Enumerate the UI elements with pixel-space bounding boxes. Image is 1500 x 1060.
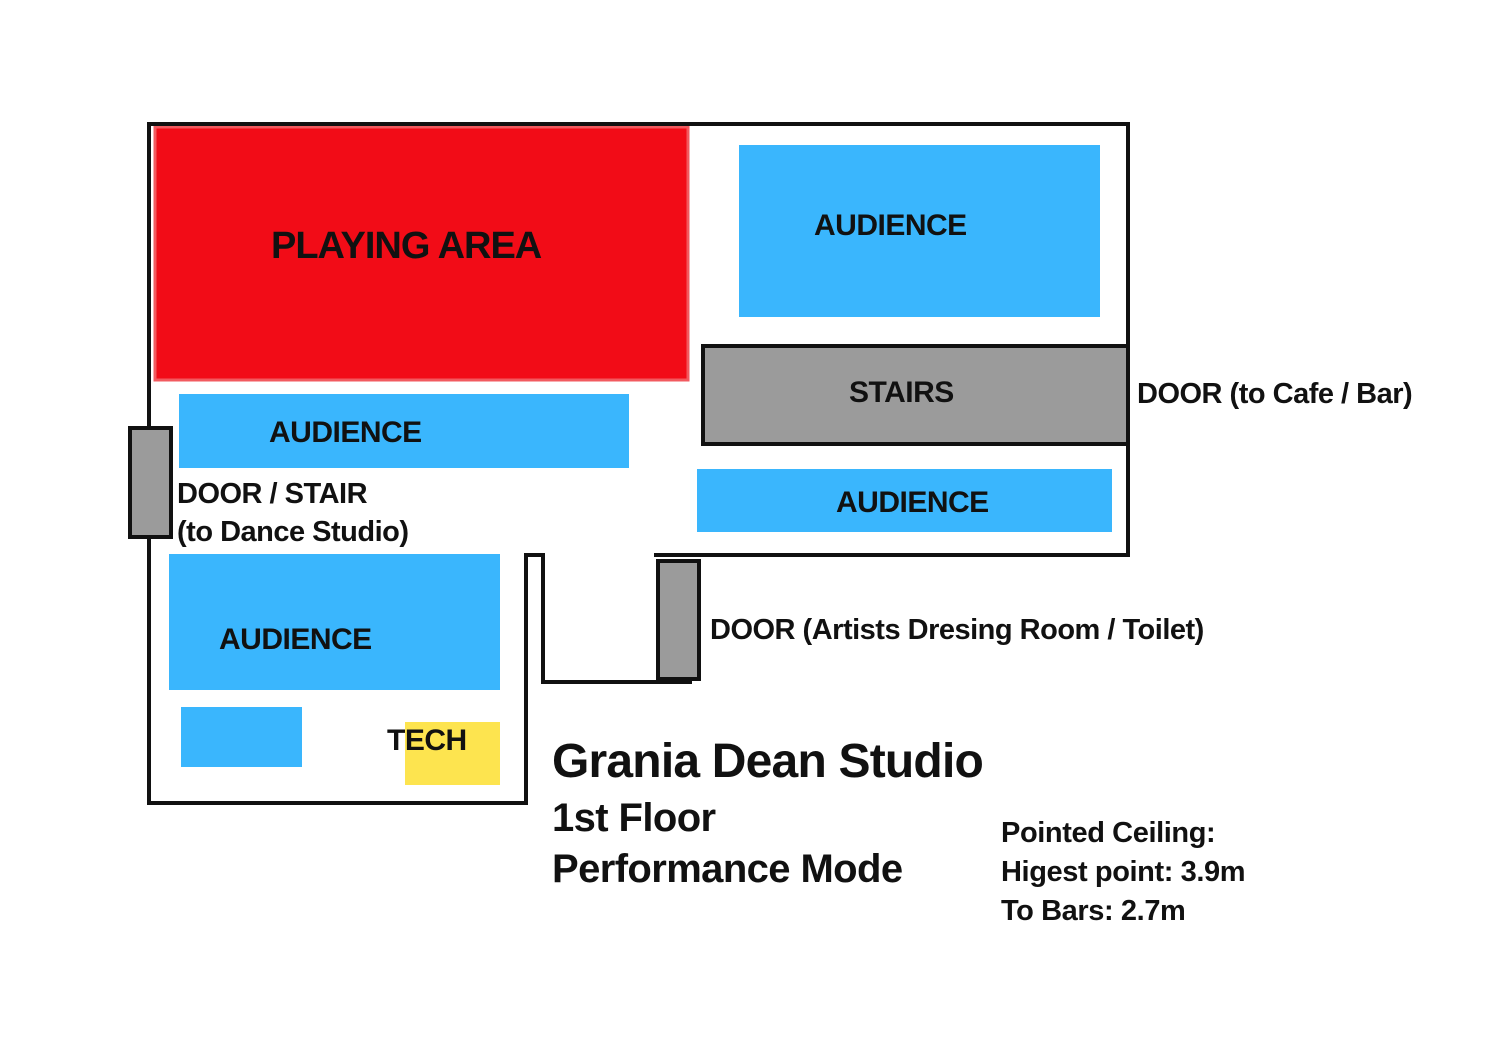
audience-top-right-label: AUDIENCE — [814, 209, 967, 242]
audience-block-small — [181, 707, 302, 767]
audience-block-bottom-left — [169, 554, 500, 690]
door-dance-studio-label-line2: (to Dance Studio) — [177, 516, 409, 548]
audience-block-middle-left — [179, 394, 629, 468]
tech-desk — [405, 722, 500, 785]
audience-middle-left-label: AUDIENCE — [269, 416, 422, 449]
audience-block-top-right — [739, 145, 1100, 317]
ceiling-heading: Pointed Ceiling: — [1001, 817, 1216, 849]
playing-area — [153, 125, 690, 382]
door-dressing-room-label: DOOR (Artists Dresing Room / Toilet) — [710, 614, 1204, 646]
door-cafe-bar-label: DOOR (to Cafe / Bar) — [1137, 378, 1413, 410]
walls — [147, 122, 1130, 805]
outer-wall-main — [147, 122, 1130, 557]
playing-area-label: PLAYING AREA — [271, 225, 542, 267]
outer-wall-bottom-left — [147, 533, 692, 805]
stairs-label: STAIRS — [849, 376, 954, 409]
ceiling-to-bars: To Bars: 2.7m — [1001, 895, 1186, 927]
audience-block-middle-right — [697, 469, 1112, 532]
mode-subtitle: Performance Mode — [552, 847, 903, 891]
audience-middle-right-label: AUDIENCE — [836, 486, 989, 519]
stairs-block — [701, 344, 1130, 446]
tech-label: TECH — [387, 724, 467, 757]
ceiling-highest-point: Higest point: 3.9m — [1001, 856, 1246, 888]
studio-title: Grania Dean Studio — [552, 735, 984, 788]
door-dance-studio-label-line1: DOOR / STAIR — [177, 478, 368, 510]
door-dance-studio — [128, 426, 173, 539]
audience-bottom-left-label: AUDIENCE — [219, 623, 372, 656]
floor-subtitle: 1st Floor — [552, 796, 716, 840]
door-dressing-room — [656, 559, 701, 681]
